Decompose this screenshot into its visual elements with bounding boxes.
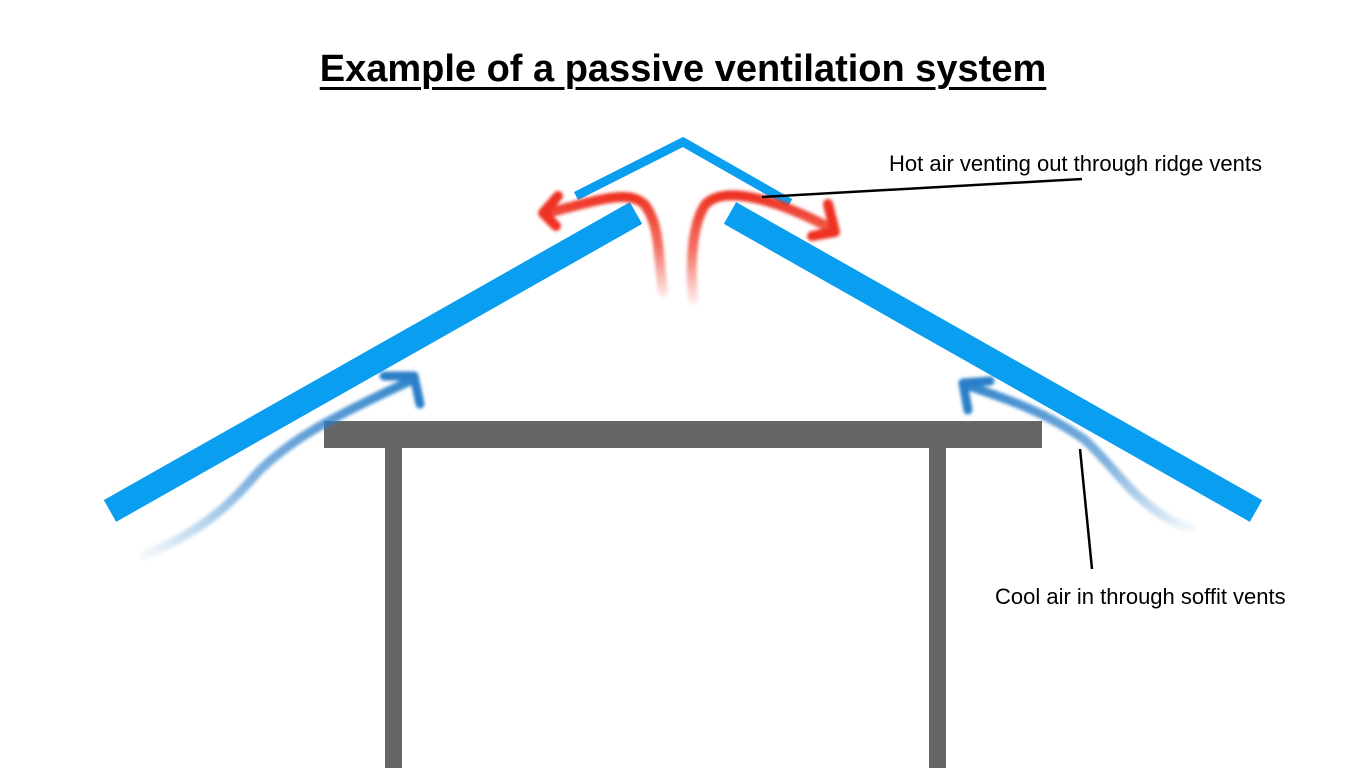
hot-air-arrow-left [538,191,668,297]
ridge-cap [573,136,793,207]
wall-left [385,447,402,768]
soffit-leader-line [1078,448,1094,570]
hot-air-arrow-right [686,190,840,305]
wall-right [929,447,946,768]
roof-left-slope [103,202,643,522]
ridge-leader-line [761,177,1083,199]
ridge-vent-label: Hot air venting out through ridge vents [889,151,1262,176]
cool-air-arrow-left [140,371,425,560]
roof-right-slope [723,202,1263,522]
soffit-vent-label: Cool air in through soffit vents [995,584,1286,609]
cool-air-arrow-right [958,376,1195,533]
diagram-title: Example of a passive ventilation system [319,48,1047,90]
ceiling-beam [324,421,1042,448]
